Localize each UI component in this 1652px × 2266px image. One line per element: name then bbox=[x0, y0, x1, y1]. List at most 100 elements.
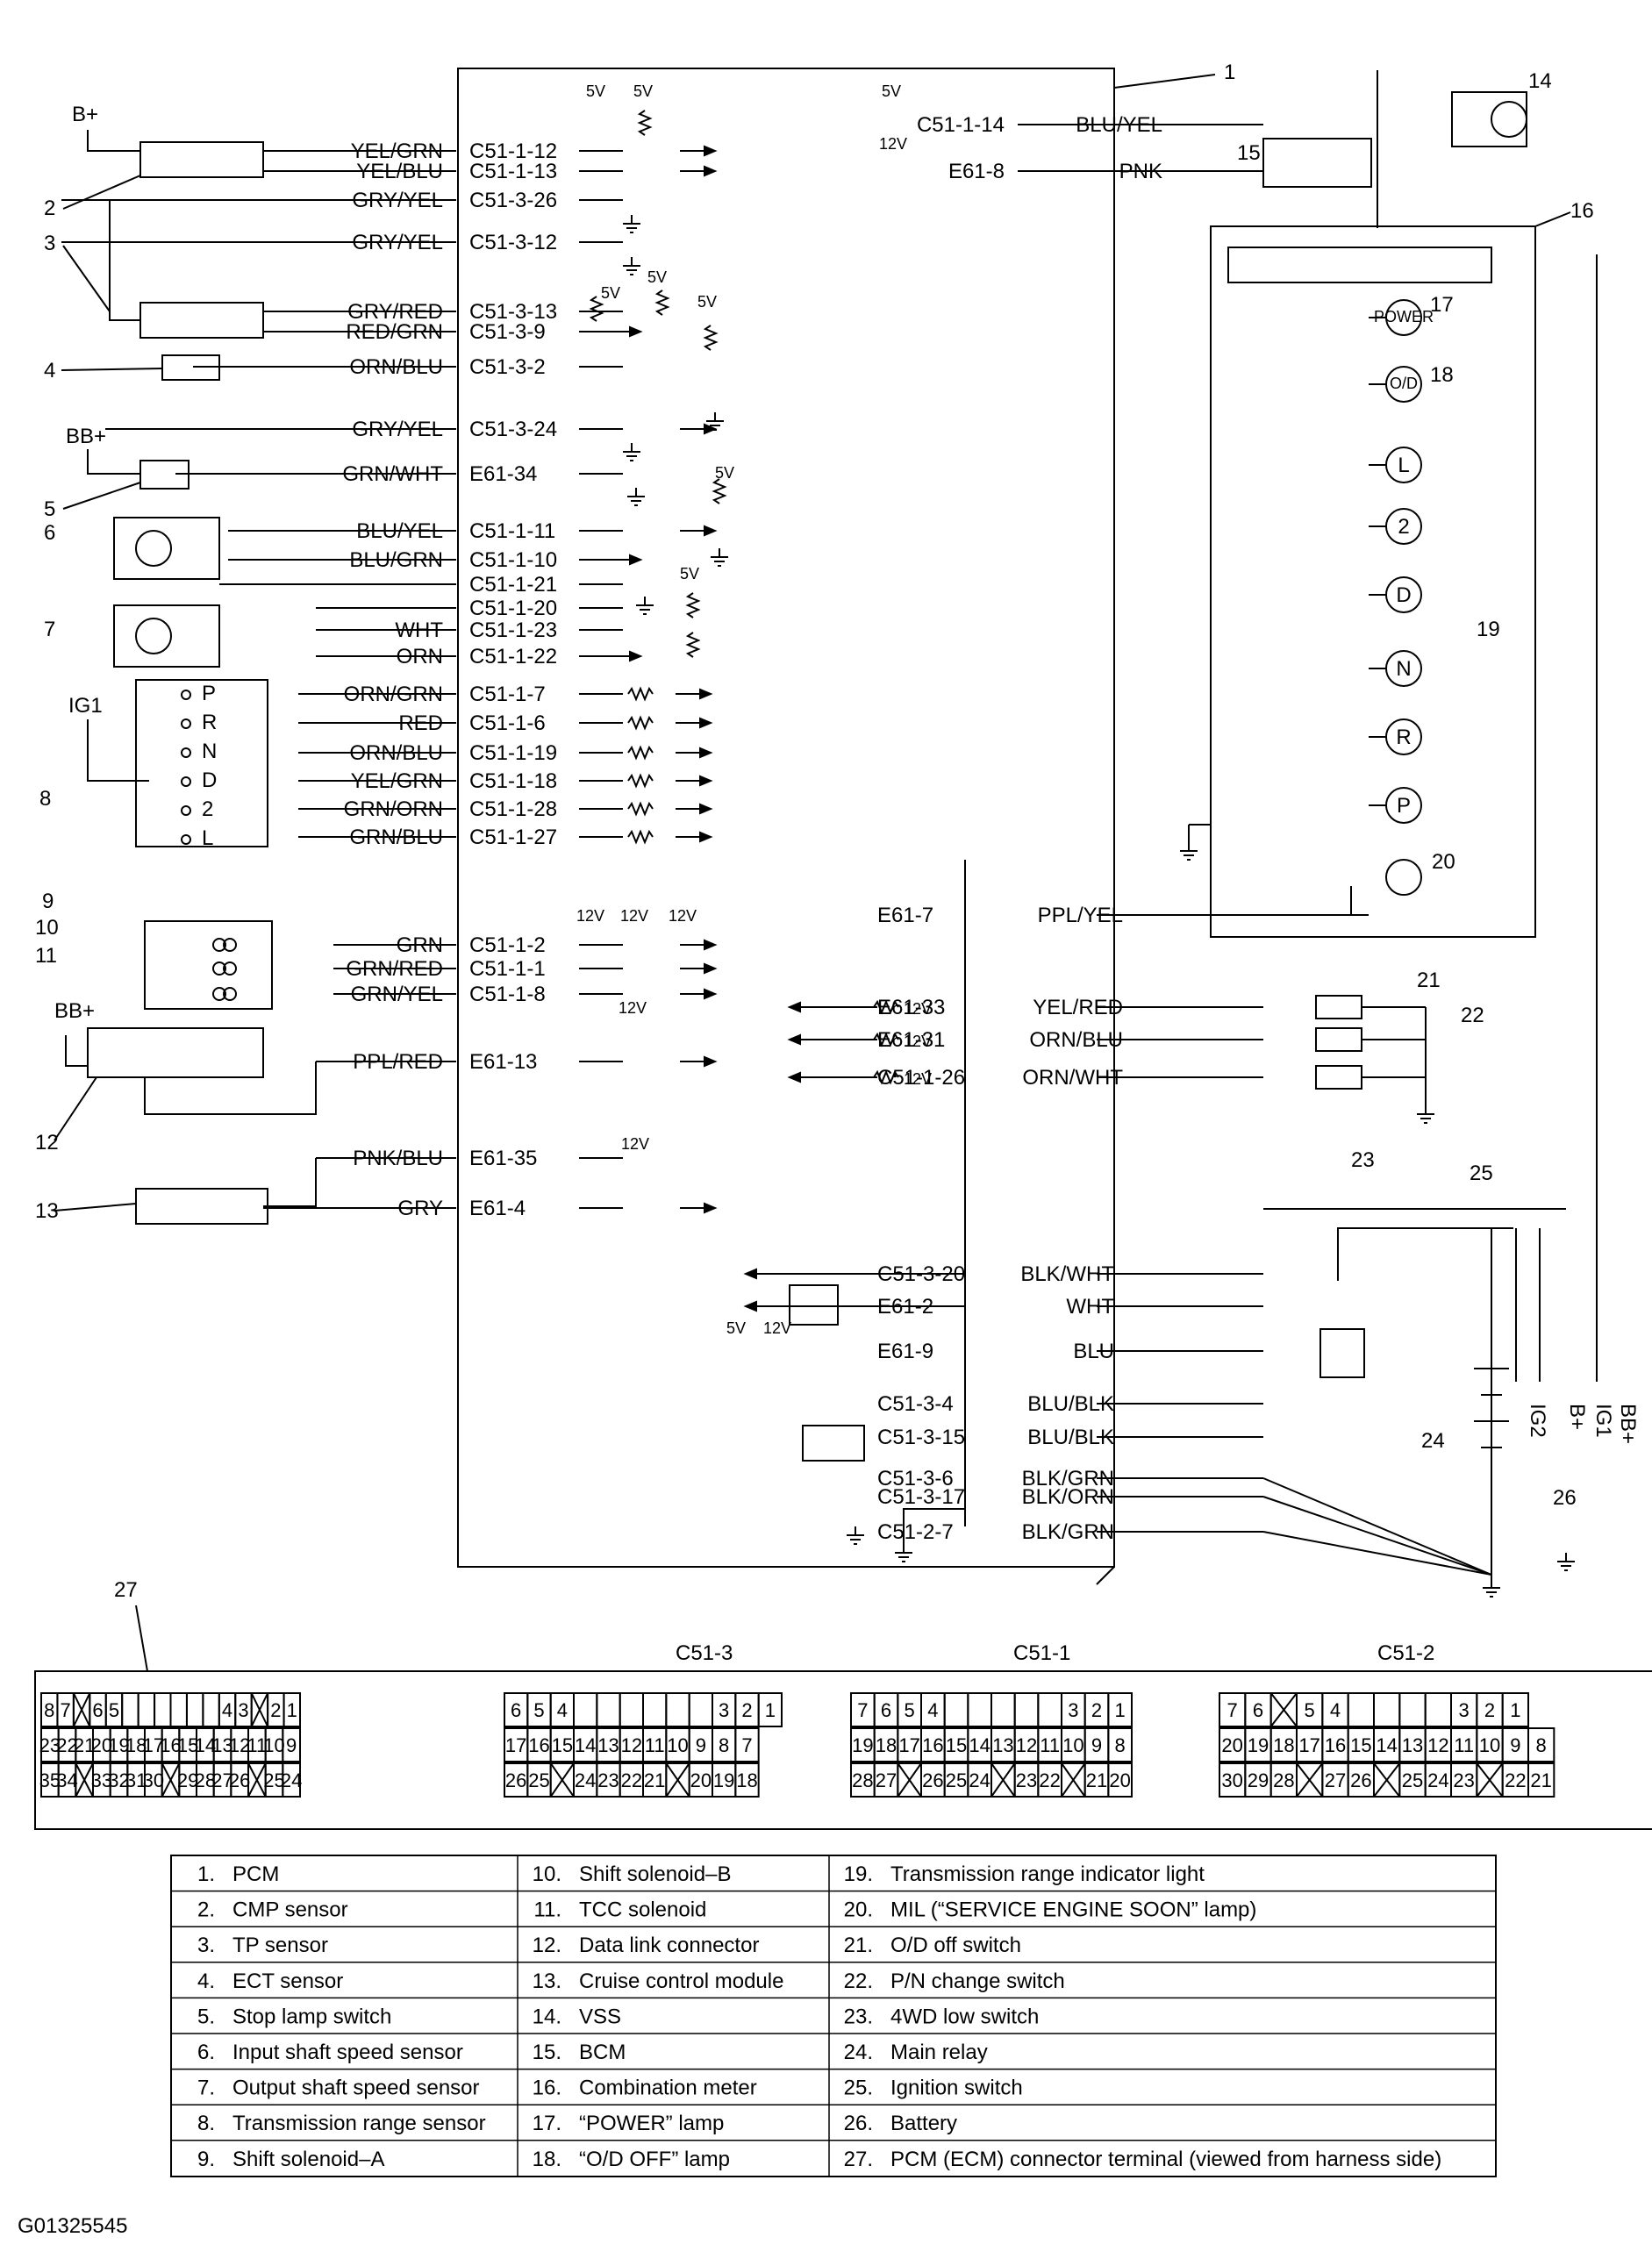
pin-number: 24 bbox=[575, 1769, 596, 1791]
connector-cell bbox=[596, 1692, 621, 1727]
pin-number: 8 bbox=[44, 1699, 54, 1721]
data-link-connector-box bbox=[87, 1027, 264, 1078]
connector-cell bbox=[573, 1692, 598, 1727]
resistor-icon bbox=[627, 715, 654, 731]
left-terminal-label: C51-1-10 bbox=[469, 548, 557, 572]
pin-number: 25 bbox=[946, 1769, 967, 1791]
meter-cpu-box bbox=[1227, 247, 1492, 283]
connector-cell bbox=[1037, 1692, 1063, 1727]
left-wire-label: RED bbox=[398, 711, 443, 735]
component-number-15: 15 bbox=[1237, 141, 1261, 165]
left-wire-label: ORN/BLU bbox=[349, 355, 443, 379]
pin-number: 26 bbox=[922, 1769, 943, 1791]
cross-icon bbox=[1476, 1762, 1504, 1798]
lamp-icon bbox=[1385, 366, 1422, 403]
pin-number: 23 bbox=[1453, 1769, 1474, 1791]
pin-number: 3 bbox=[1068, 1699, 1078, 1721]
lamp-icon bbox=[1385, 718, 1422, 755]
pin-number: 34 bbox=[56, 1769, 77, 1791]
left-wire-label: GRN/RED bbox=[346, 957, 443, 981]
component-number-7: 7 bbox=[44, 618, 55, 641]
pcm-box bbox=[457, 68, 1115, 1568]
pin-number: 8 bbox=[1536, 1734, 1547, 1756]
pin-number: 15 bbox=[177, 1734, 198, 1756]
legend-label: BCM bbox=[579, 2041, 626, 2064]
terminal-dot bbox=[181, 776, 191, 787]
pin-number: 16 bbox=[160, 1734, 181, 1756]
resistor-icon bbox=[685, 632, 701, 658]
wire-line bbox=[144, 1062, 317, 1115]
legend-number: 14. bbox=[533, 2005, 561, 2028]
pin-number: 9 bbox=[696, 1734, 706, 1756]
left-wire-label: GRY bbox=[397, 1197, 443, 1220]
legend-label: Transmission range indicator light bbox=[890, 1862, 1205, 1886]
left-wire-label: GRY/YEL bbox=[352, 189, 443, 212]
pin-number: 30 bbox=[143, 1769, 164, 1791]
output-speed-sensor-icon bbox=[113, 604, 220, 668]
right-terminal-label: E61-33 bbox=[877, 996, 945, 1019]
legend-number: 19. bbox=[844, 1862, 873, 1886]
b-plus-label: B+ bbox=[72, 103, 98, 126]
right-wire-label: BLU/YEL bbox=[1076, 113, 1162, 137]
connector-cell bbox=[1107, 1762, 1134, 1798]
component-number-2: 2 bbox=[44, 197, 55, 220]
component-number-23: 23 bbox=[1351, 1148, 1375, 1172]
right-wire-label: YEL/RED bbox=[1033, 996, 1123, 1019]
left-terminal-label: E61-34 bbox=[469, 462, 537, 486]
right-terminal-label: C51-3-20 bbox=[877, 1262, 965, 1286]
pin-number: 2 bbox=[1091, 1699, 1102, 1721]
volt-12v: 12V bbox=[669, 907, 697, 925]
arrow-right-icon bbox=[704, 962, 718, 975]
cross-icon bbox=[250, 1692, 269, 1727]
legend-number: 16. bbox=[533, 2077, 561, 2100]
resistor-icon bbox=[627, 773, 654, 789]
leader-line bbox=[54, 1203, 137, 1212]
left-terminal-label: C51-1-7 bbox=[469, 683, 546, 706]
pin-number: 28 bbox=[852, 1769, 873, 1791]
left-terminal-label: C51-1-13 bbox=[469, 160, 557, 183]
connector-cell bbox=[688, 1692, 714, 1727]
vss-sensor-box bbox=[1451, 91, 1527, 147]
indicator-letter: L bbox=[1398, 454, 1409, 477]
component-number-20: 20 bbox=[1432, 850, 1455, 874]
pin-number: 26 bbox=[505, 1769, 526, 1791]
left-terminal-label: C51-3-2 bbox=[469, 355, 546, 379]
pin-number: 28 bbox=[195, 1769, 216, 1791]
legend-number: 8. bbox=[197, 2112, 215, 2135]
left-wire-label: PNK/BLU bbox=[353, 1147, 443, 1170]
arrow-right-icon bbox=[699, 688, 713, 700]
resistor-icon bbox=[589, 296, 604, 322]
pin-number: 22 bbox=[1505, 1769, 1526, 1791]
pin-number: 5 bbox=[905, 1699, 915, 1721]
right-terminal-label: C51-2-7 bbox=[877, 1520, 954, 1544]
cross-icon bbox=[72, 1692, 91, 1727]
right-wire-label: BLU bbox=[1073, 1340, 1114, 1363]
pin-number: 19 bbox=[852, 1734, 873, 1756]
left-terminal-label: C51-1-20 bbox=[469, 597, 557, 620]
pin-number: 27 bbox=[1325, 1769, 1346, 1791]
cross-icon bbox=[665, 1762, 690, 1798]
volt-12v: 12V bbox=[619, 999, 647, 1017]
pin-number: 1 bbox=[765, 1699, 776, 1721]
pin-number: 17 bbox=[898, 1734, 919, 1756]
connector-cell bbox=[282, 1762, 302, 1798]
pin-number: 12 bbox=[1016, 1734, 1037, 1756]
coil-icon bbox=[212, 938, 226, 952]
left-terminal-label: C51-3-24 bbox=[469, 418, 557, 441]
coil-icon bbox=[212, 961, 226, 976]
terminal-dot bbox=[181, 747, 191, 758]
pin-number: 18 bbox=[736, 1769, 757, 1791]
left-terminal-label: C51-1-1 bbox=[469, 957, 546, 981]
pin-number: 11 bbox=[247, 1734, 267, 1756]
leader-line bbox=[62, 245, 111, 312]
ect-sensor-icon bbox=[161, 354, 220, 381]
connector-cell bbox=[169, 1692, 188, 1727]
pin-number: 26 bbox=[229, 1769, 250, 1791]
left-terminal-label: C51-1-23 bbox=[469, 618, 557, 642]
connector-cell bbox=[1013, 1692, 1040, 1727]
pin-number: 19 bbox=[108, 1734, 129, 1756]
lamp-icon bbox=[1385, 447, 1422, 483]
mil-lamp-icon bbox=[1385, 859, 1422, 896]
component-number-5: 5 bbox=[44, 497, 55, 521]
